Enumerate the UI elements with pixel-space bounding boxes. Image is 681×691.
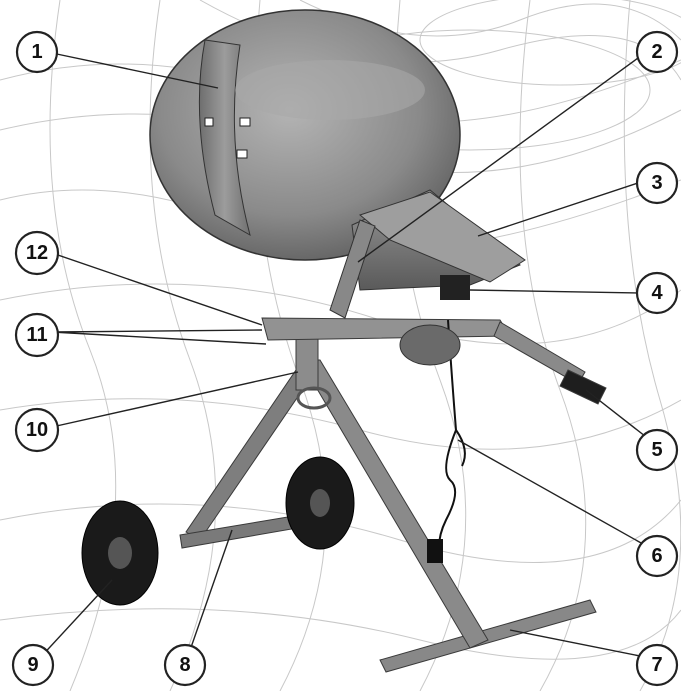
callout-12: 12 xyxy=(16,232,58,274)
callout-2: 2 xyxy=(637,32,677,72)
leader-4 xyxy=(470,290,638,293)
callout-1: 1 xyxy=(17,32,57,72)
callout-3: 3 xyxy=(637,163,677,203)
callout-label: 8 xyxy=(179,654,190,676)
leader-11a xyxy=(52,330,262,332)
callout-label: 12 xyxy=(26,242,48,264)
leader-7 xyxy=(510,630,650,658)
callout-7: 7 xyxy=(637,645,677,685)
callout-label: 9 xyxy=(27,654,38,676)
stand-frame xyxy=(180,318,606,672)
leader-5 xyxy=(586,390,650,440)
leader-12 xyxy=(52,253,262,325)
callout-label: 7 xyxy=(651,654,662,676)
callout-9: 9 xyxy=(13,645,53,685)
callout-label: 11 xyxy=(26,324,47,346)
callout-label: 3 xyxy=(651,172,662,194)
callout-6: 6 xyxy=(637,536,677,576)
leader-6 xyxy=(458,440,650,548)
callout-10: 10 xyxy=(16,409,58,451)
callout-4: 4 xyxy=(637,273,677,313)
callout-label: 6 xyxy=(651,545,662,567)
leader-8 xyxy=(188,530,232,656)
leader-9 xyxy=(38,580,112,660)
callout-label: 2 xyxy=(651,41,662,63)
callout-5: 5 xyxy=(637,430,677,470)
callout-label: 1 xyxy=(31,41,42,63)
callout-8: 8 xyxy=(165,645,205,685)
callout-label: 5 xyxy=(651,439,662,461)
leader-10 xyxy=(52,372,298,427)
callout-label: 10 xyxy=(26,419,48,441)
callout-label: 4 xyxy=(651,282,663,304)
callout-11: 11 xyxy=(16,314,58,356)
leader-3 xyxy=(478,183,638,236)
leader-11b xyxy=(52,332,266,344)
